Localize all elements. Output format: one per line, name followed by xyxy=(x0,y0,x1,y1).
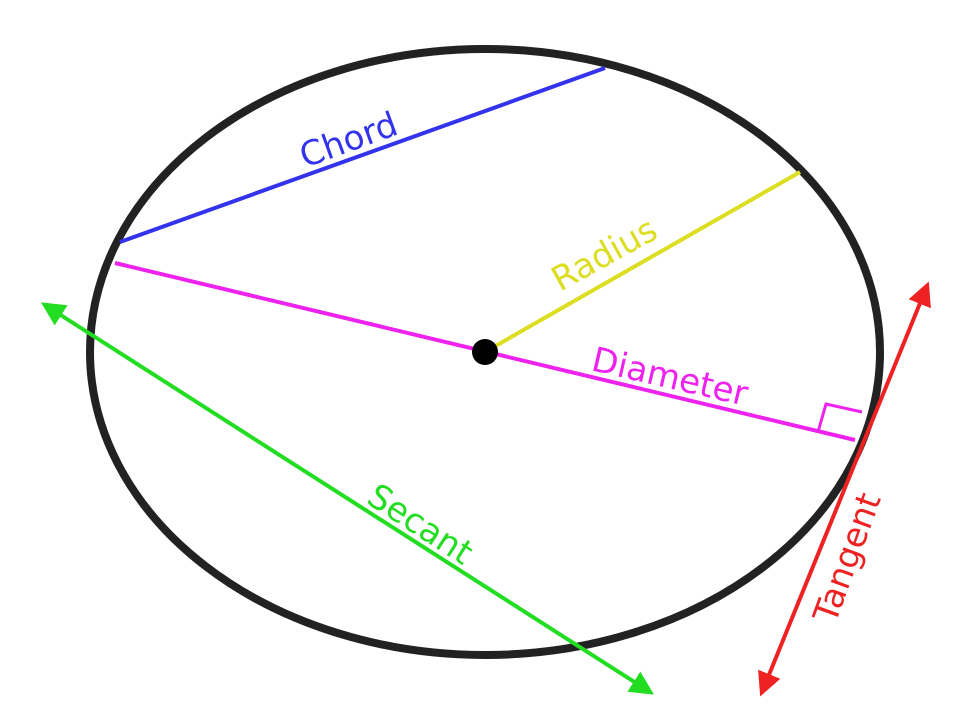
radius-line xyxy=(484,170,801,354)
secant-line xyxy=(40,302,655,695)
center-point xyxy=(472,339,498,365)
right-angle-marker xyxy=(816,402,863,433)
radius-label: Radius xyxy=(545,210,664,300)
diameter-label: Diameter xyxy=(588,340,752,415)
tangent-line xyxy=(758,281,931,697)
chord-line xyxy=(119,66,606,244)
chord-label: Chord xyxy=(294,104,403,176)
secant-label: Secant xyxy=(360,476,480,573)
